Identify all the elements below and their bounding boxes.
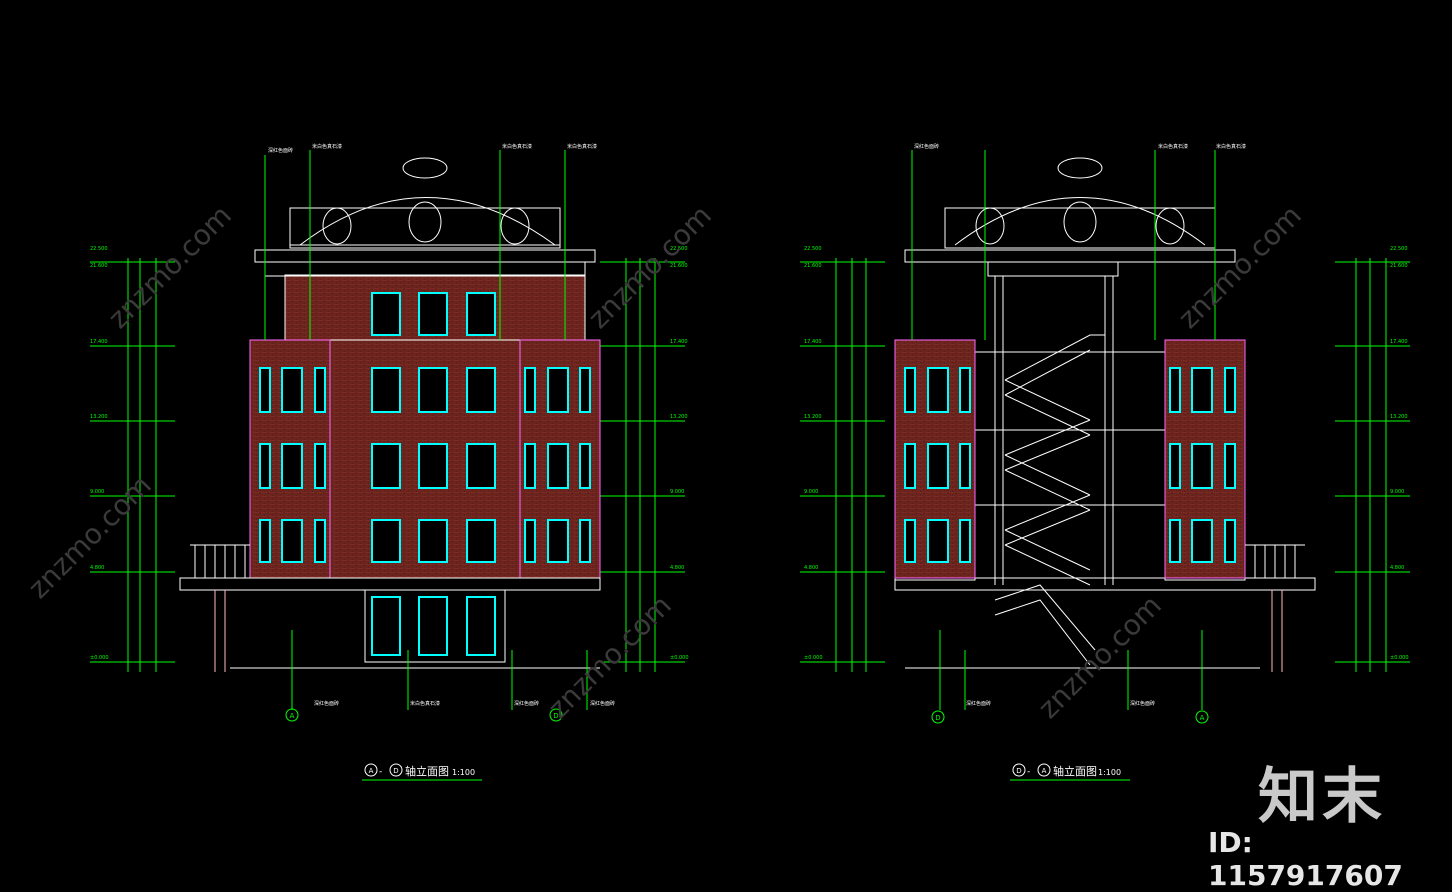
svg-text:D: D: [1016, 767, 1021, 775]
axis-bubble-label: A: [290, 712, 295, 720]
svg-text:1:100: 1:100: [452, 768, 475, 777]
left-elevation: [90, 150, 685, 710]
level-label: 22.500: [804, 246, 822, 252]
svg-text:A: A: [1042, 767, 1047, 775]
level-label: 9.000: [90, 489, 104, 495]
left-level-labels: 22.500 21.600 17.400 13.200 9.000 4.800 ±0.000…: [90, 246, 689, 661]
svg-text:znzmo.com: znzmo.com: [1172, 199, 1308, 335]
level-label: 21.600: [1390, 263, 1408, 269]
level-label: 17.400: [90, 339, 108, 345]
left-windows: [259, 292, 591, 656]
svg-text:A: A: [369, 767, 374, 775]
level-label: 4.800: [90, 565, 104, 571]
left-dome: [289, 157, 561, 249]
annotation-label: 米白色真石漆: [410, 700, 440, 707]
level-label: 17.400: [804, 339, 822, 345]
stair-flights: [994, 334, 1105, 666]
level-label: 21.600: [670, 263, 688, 269]
annotation-label: 深红色面砖: [268, 147, 293, 154]
left-drawing-title: A - D 轴立面图 1:100: [362, 763, 482, 781]
svg-text:轴立面图: 轴立面图: [405, 764, 449, 778]
svg-text:轴立面图: 轴立面图: [1053, 764, 1097, 778]
brand-watermark: 知末: [1258, 762, 1386, 832]
annotation-label: 米白色真石漆: [567, 143, 597, 150]
axis-bubble-label: A: [1200, 714, 1205, 722]
level-label: 13.200: [1390, 414, 1408, 420]
annotation-label: 深红色面砖: [966, 700, 991, 707]
level-label: 17.400: [1390, 339, 1408, 345]
annotation-label: 米白色真石漆: [1158, 143, 1188, 150]
annotation-label: 深红色面砖: [1130, 700, 1155, 707]
level-label: 4.800: [670, 565, 684, 571]
annotation-label: 米白色真石漆: [1216, 143, 1246, 150]
svg-text:D: D: [393, 767, 398, 775]
right-level-labels: 22.500 21.600 17.400 13.200 9.000 4.800 ±0.000…: [804, 246, 1409, 661]
level-label: 22.500: [90, 246, 108, 252]
level-label: 13.200: [670, 414, 688, 420]
level-label: 9.000: [670, 489, 684, 495]
level-label: ±0.000: [670, 655, 689, 661]
annotation-label: 深红色面砖: [590, 700, 615, 707]
annotation-label: 深红色面砖: [914, 143, 939, 150]
level-label: ±0.000: [1390, 655, 1409, 661]
level-label: 17.400: [670, 339, 688, 345]
left-dimension-chain: [90, 258, 175, 672]
level-label: 4.800: [1390, 565, 1404, 571]
annotation-label: 深红色面砖: [314, 700, 339, 707]
left-dimension-chain-right: [600, 258, 685, 672]
level-label: 13.200: [804, 414, 822, 420]
annotation-label: 米白色真石漆: [312, 143, 342, 150]
svg-text:znzmo.com: znzmo.com: [102, 199, 238, 335]
level-label: ±0.000: [90, 655, 109, 661]
level-label: 13.200: [90, 414, 108, 420]
level-label: 9.000: [804, 489, 818, 495]
svg-text:-: -: [1027, 767, 1030, 777]
level-label: 22.500: [1390, 246, 1408, 252]
svg-text:-: -: [379, 767, 382, 777]
axis-bubble-label: D: [553, 712, 558, 720]
image-id-watermark: ID: 1157917607: [1208, 826, 1403, 892]
level-label: ±0.000: [804, 655, 823, 661]
axis-bubble-label: D: [935, 714, 940, 722]
level-label: 9.000: [1390, 489, 1404, 495]
svg-text:znzmo.com: znzmo.com: [582, 199, 718, 335]
annotation-label: 米白色真石漆: [502, 143, 532, 150]
level-label: 21.600: [804, 263, 822, 269]
axis-bubbles: [285, 708, 1209, 724]
level-label: 4.800: [804, 565, 818, 571]
right-elevation: [800, 150, 1410, 710]
level-label: 21.600: [90, 263, 108, 269]
level-label: 22.500: [670, 246, 688, 252]
annotation-label: 深红色面砖: [514, 700, 539, 707]
right-drawing-title: D - A 轴立面图 1:100: [1010, 763, 1130, 781]
svg-text:1:100: 1:100: [1098, 768, 1121, 777]
